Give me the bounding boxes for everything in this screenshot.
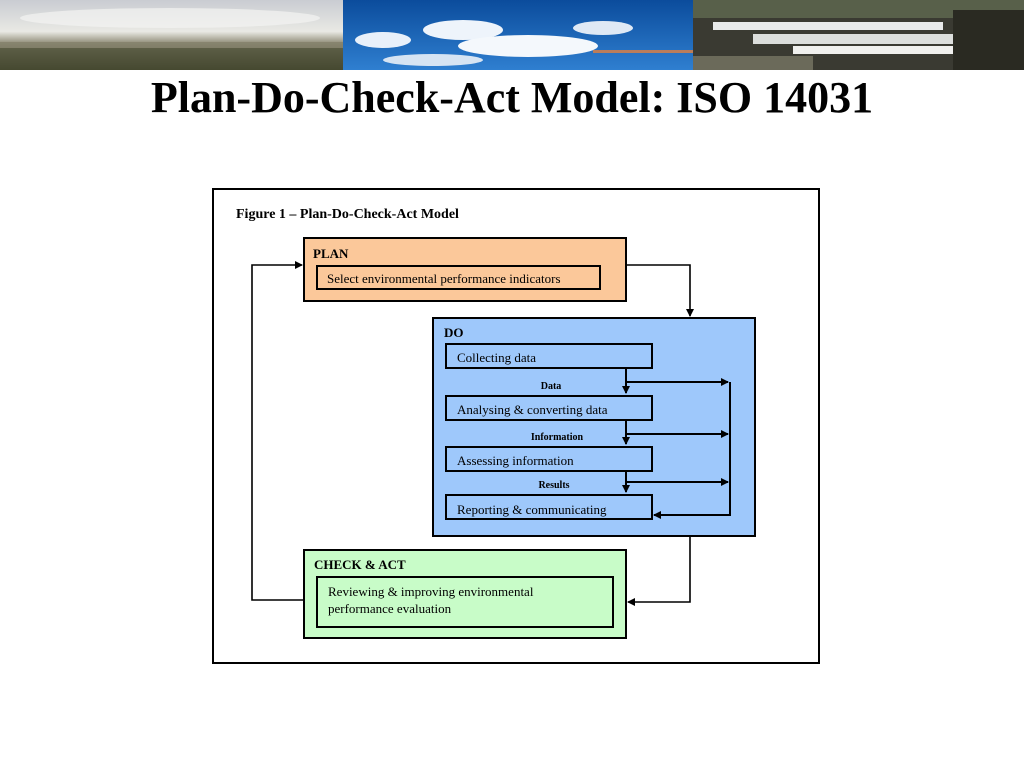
do-heading: DO xyxy=(444,325,464,340)
do-step-label: Analysing & converting data xyxy=(457,402,608,417)
do-step-analysing xyxy=(445,395,653,421)
do-step-reporting xyxy=(445,494,653,520)
plan-step-label: Select environmental performance indicat… xyxy=(327,271,561,286)
check-to-plan-arrow xyxy=(251,261,304,601)
sky-clouds-photo xyxy=(343,0,693,70)
do-step-label: Collecting data xyxy=(457,350,536,365)
do-flow-arrows xyxy=(622,368,731,519)
check-act-step-line1: Reviewing & improving environmental xyxy=(328,584,534,599)
check-act-step-box xyxy=(316,576,614,628)
flow-label-data: Data xyxy=(541,381,562,392)
landscape-photo xyxy=(0,0,343,70)
do-step-label: Reporting & communicating xyxy=(457,502,607,517)
do-to-check-arrow xyxy=(627,536,691,606)
figure-caption: Figure 1 – Plan-Do-Check-Act Model xyxy=(236,207,459,222)
header-banner xyxy=(0,0,1024,70)
plan-step-box xyxy=(316,265,601,290)
do-step-label: Assessing information xyxy=(457,453,574,468)
check-act-heading: CHECK & ACT xyxy=(314,557,406,572)
cycle-arrows xyxy=(251,261,694,606)
flow-label-information: Information xyxy=(531,432,584,443)
do-step-assessing xyxy=(445,446,653,472)
check-act-step-line2: performance evaluation xyxy=(328,601,452,616)
waterfall-photo xyxy=(693,0,1024,70)
plan-to-do-arrow xyxy=(626,264,694,317)
plan-heading: PLAN xyxy=(313,246,349,261)
do-step-collecting xyxy=(445,343,653,369)
flow-label-results: Results xyxy=(538,480,569,491)
pdca-figure: Figure 1 – Plan-Do-Check-Act Model PLAN … xyxy=(212,188,820,664)
slide-title: Plan-Do-Check-Act Model: ISO 14031 xyxy=(150,73,874,122)
